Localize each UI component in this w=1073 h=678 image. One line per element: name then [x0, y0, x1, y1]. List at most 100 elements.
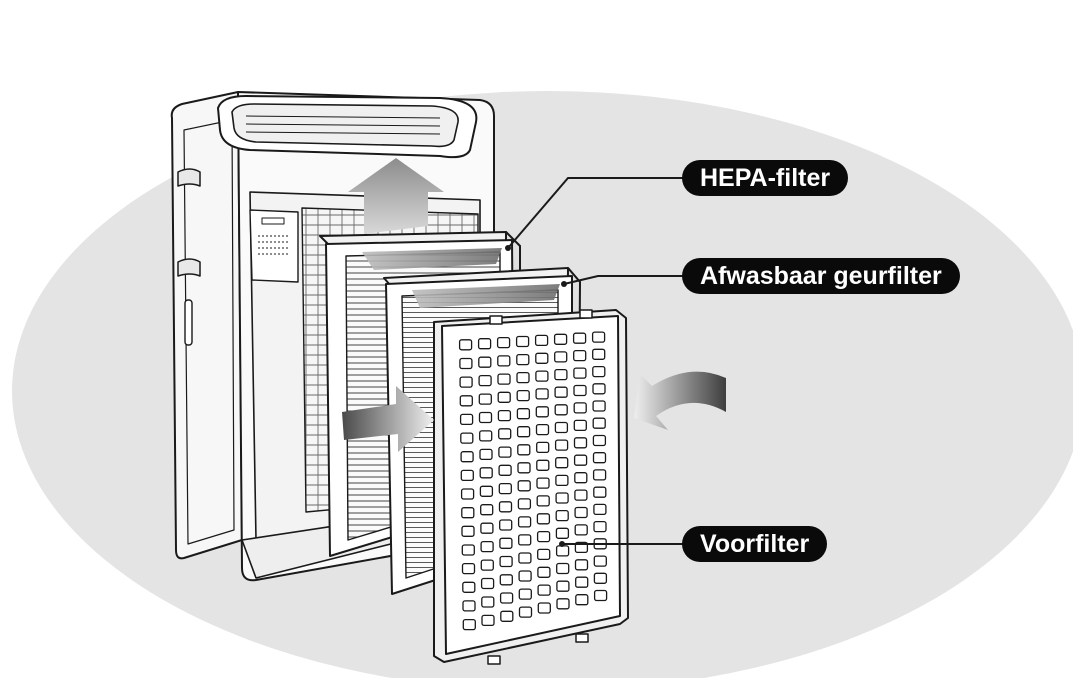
geurfilter-top-band	[412, 284, 560, 308]
prefilter-mesh-hole	[592, 383, 606, 395]
prefilter-mesh-hole	[517, 462, 531, 474]
prefilter-mesh-hole	[575, 576, 589, 588]
prefilter-mesh-hole	[479, 448, 493, 461]
prefilter-mesh-hole	[593, 572, 608, 584]
prefilter-mesh-hole	[537, 584, 551, 596]
prefilter-mesh-hole	[593, 503, 607, 516]
prefilter-mesh-hole	[554, 351, 568, 363]
prefilter-mesh-hole	[458, 339, 473, 351]
prefilter-mesh-hole	[499, 574, 513, 586]
prefilter-mesh-hole	[575, 594, 589, 606]
prefilter-mesh-hole	[497, 373, 511, 385]
prefilter-mesh-hole	[593, 486, 607, 498]
prefilter-mesh-hole	[517, 516, 532, 528]
hepa-filter-label: HEPA-filter	[682, 160, 849, 196]
prefilter-mesh-hole	[499, 555, 513, 568]
prefilter-mesh-hole	[572, 332, 587, 344]
prefilter-mesh-hole	[480, 577, 495, 590]
prefilter-mesh-hole	[518, 570, 532, 582]
prefilter-mesh-hole	[498, 482, 512, 495]
prefilter-mesh-hole	[478, 411, 493, 424]
prefilter-mesh-hole	[535, 352, 549, 364]
prefilter-mesh-hole	[498, 501, 513, 513]
prefilter-mesh-hole	[536, 477, 550, 489]
prefilter-mesh-hole	[556, 598, 570, 610]
prefilter-mesh-hole	[459, 413, 474, 426]
prefilter-mesh-hole	[459, 376, 473, 388]
prefilter-mesh-hole	[536, 459, 550, 471]
prefilter-mesh-hole	[517, 480, 531, 492]
prefilter-mesh-hole	[518, 552, 532, 564]
prefilter-mesh-hole	[554, 404, 568, 416]
prefilter-mesh-hole	[573, 349, 587, 362]
prefilter-mesh-hole	[556, 580, 570, 592]
prefilter-mesh-hole	[573, 419, 587, 432]
prefilter-mesh-hole	[517, 444, 531, 456]
prefilter-mesh-hole	[499, 592, 514, 604]
prefilter-mesh-hole	[480, 540, 494, 553]
prefilter-mesh-hole	[537, 548, 551, 561]
prefilter-mesh-hole	[574, 472, 588, 484]
hepa-top-band	[362, 248, 502, 270]
prefilter-mesh-hole	[555, 457, 569, 469]
voor-leader-dot	[559, 541, 565, 547]
prefilter-mesh-hole	[573, 384, 587, 397]
prefilter-mesh-hole	[498, 464, 512, 476]
prefilter-mesh-hole	[480, 504, 494, 516]
prefilter-mesh-hole	[499, 537, 513, 549]
prefilter-mesh-hole	[592, 452, 607, 464]
prefilter-panel	[433, 309, 629, 665]
prefilter-mesh-hole	[534, 334, 549, 347]
prefilter-mesh-hole	[555, 509, 569, 522]
prefilter-mesh-hole	[477, 338, 492, 350]
prefilter-mesh-hole	[536, 513, 551, 525]
prefilter-mesh-hole	[462, 618, 476, 631]
prefilter-mesh-hole	[497, 391, 511, 403]
prefilter-mesh-hole	[497, 409, 512, 422]
prefilter-mesh-hole	[499, 519, 513, 531]
prefilter-mesh-hole	[592, 469, 607, 481]
prefilter-mesh-hole	[497, 355, 511, 367]
prefilter-mesh-hole	[481, 614, 495, 627]
prefilter-mesh-hole	[461, 562, 476, 575]
prefilter-mesh-hole	[574, 524, 588, 536]
prefilter-mesh-hole	[555, 527, 570, 539]
prefilter-mesh-hole	[553, 333, 568, 345]
prefilter-mesh-hole	[461, 507, 475, 519]
prefilter-mesh-hole	[535, 388, 549, 400]
prefilter-mesh-hole	[479, 467, 493, 479]
prefilter-mesh-hole	[554, 421, 569, 434]
airflow-intake-arrow-icon	[634, 371, 726, 430]
prefilter-mesh-hole	[593, 555, 607, 567]
prefilter-mesh-hole	[518, 606, 533, 618]
prefilter-mesh-hole	[460, 469, 474, 482]
prefilter-mesh-hole	[518, 588, 532, 600]
prefilter-mesh-hole	[573, 437, 588, 449]
prefilter-mesh-hole	[536, 441, 550, 454]
prefilter-mesh-hole	[592, 400, 606, 412]
prefilter-mesh-hole	[462, 581, 476, 593]
deodorizing-filter-label: Afwasbaar geurfilter	[682, 258, 960, 294]
prefilter-mesh-hole	[555, 545, 570, 557]
prefilter-mesh-hole	[459, 395, 473, 407]
prefilter-mesh-hole	[555, 492, 569, 504]
prefilter-mesh-hole	[515, 335, 530, 348]
prefilter-mesh-hole	[573, 402, 587, 414]
prefilter-mesh-hole	[574, 559, 589, 571]
prefilter-mesh-hole	[516, 371, 530, 384]
prefilter-mesh-hole	[556, 562, 570, 575]
prefilter-mesh-hole	[460, 488, 475, 500]
hepa-leader-dot	[505, 245, 511, 251]
prefilter-mesh-hole	[460, 451, 474, 463]
prefilter-mesh-hole	[516, 408, 531, 420]
prefilter-mesh-hole	[537, 602, 551, 614]
prefilter-mesh-hole	[462, 600, 476, 612]
prefilter-mesh-hole	[592, 365, 606, 378]
leader-lines	[507, 177, 688, 545]
prefilter-mesh-hole	[478, 374, 492, 387]
prefilter-mesh-hole	[461, 525, 475, 537]
prefilter-mesh-hole	[481, 596, 495, 608]
prefilter-mesh-hole	[554, 439, 569, 451]
